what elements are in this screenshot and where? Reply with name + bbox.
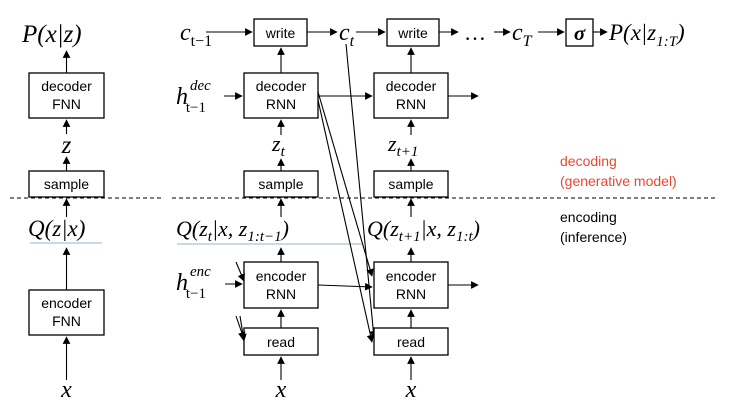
svg-text:read: read <box>267 334 295 350</box>
arrow-skip-read-t-b <box>239 315 247 342</box>
vae-decoder-fnn-box: decoder FNN <box>28 72 105 119</box>
svg-text:FNN: FNN <box>52 313 81 329</box>
svg-text:RNN: RNN <box>396 286 426 302</box>
canvas-curr-label: ct <box>339 20 355 50</box>
encoder-rnn-box-t1: encoder RNN <box>373 261 449 309</box>
input-x-t1-label: x <box>405 377 417 403</box>
vae-output-label: P(x|z) <box>21 21 82 48</box>
latent-zt1-label: zt+1 <box>387 131 418 160</box>
sample-box-t1: sample <box>373 170 449 198</box>
read-box-t1: read <box>373 327 449 356</box>
svg-text:sample: sample <box>388 176 433 192</box>
svg-text:decoder: decoder <box>386 78 437 94</box>
svg-text:decoder: decoder <box>256 78 307 94</box>
posterior-t-label: Q(zt|x, z1:t−1) <box>176 216 289 245</box>
svg-text:FNN: FNN <box>52 96 81 112</box>
svg-text:encoder: encoder <box>256 268 307 284</box>
svg-text:RNN: RNN <box>396 96 426 112</box>
vae-posterior-label: Q(z|x) <box>28 216 85 241</box>
arrow-dec-t-to-read-t1 <box>317 99 375 343</box>
decoding-label: decoding <box>560 153 617 169</box>
svg-text:sample: sample <box>258 176 303 192</box>
arrow-skip-encoder-t <box>235 261 245 282</box>
write-box-t1: write <box>386 18 440 47</box>
canvas-final-label: cT <box>512 20 533 50</box>
sigma-box: σ <box>565 18 594 47</box>
posterior-t1-label: Q(zt+1|x, z1:t) <box>367 216 480 245</box>
input-x-t-label: x <box>275 377 287 403</box>
encoder-rnn-box-t: encoder RNN <box>243 261 319 309</box>
final-output-label: P(x|z1:T) <box>608 20 685 50</box>
vae-sample-box: sample <box>28 170 105 198</box>
arrow-encoder-t-to-t1 <box>317 282 373 291</box>
svg-text:sample: sample <box>44 176 89 192</box>
latent-zt-label: zt <box>271 131 286 160</box>
svg-text:RNN: RNN <box>266 96 296 112</box>
vae-input-label: x <box>60 377 72 403</box>
svg-text:encoder: encoder <box>386 268 437 284</box>
arrow-ct-to-read-t1 <box>345 43 378 339</box>
decoder-rnn-box-t1: decoder RNN <box>373 72 449 119</box>
vae-encoder-fnn-box: encoder FNN <box>28 289 105 336</box>
svg-text:RNN: RNN <box>266 286 296 302</box>
generative-model-label: (generative model) <box>560 173 677 189</box>
svg-text:encoder: encoder <box>41 295 92 311</box>
sample-box-t: sample <box>243 170 319 198</box>
write-box-t: write <box>253 18 308 47</box>
svg-text:decoder: decoder <box>41 78 92 94</box>
vae-latent-label: z <box>61 132 72 159</box>
svg-text:write: write <box>265 25 296 41</box>
arrow-dec-t-to-enc-t1 <box>317 91 374 277</box>
read-box-t: read <box>243 327 319 356</box>
svg-text:write: write <box>397 25 428 41</box>
ellipsis-label: … <box>464 20 486 45</box>
decoder-rnn-box-t: decoder RNN <box>243 72 319 119</box>
svg-text:read: read <box>397 334 425 350</box>
inference-label: (inference) <box>560 229 627 245</box>
canvas-prev-label: ct−1 <box>180 20 212 50</box>
encoding-label: encoding <box>560 209 617 225</box>
svg-text:σ: σ <box>574 21 586 45</box>
